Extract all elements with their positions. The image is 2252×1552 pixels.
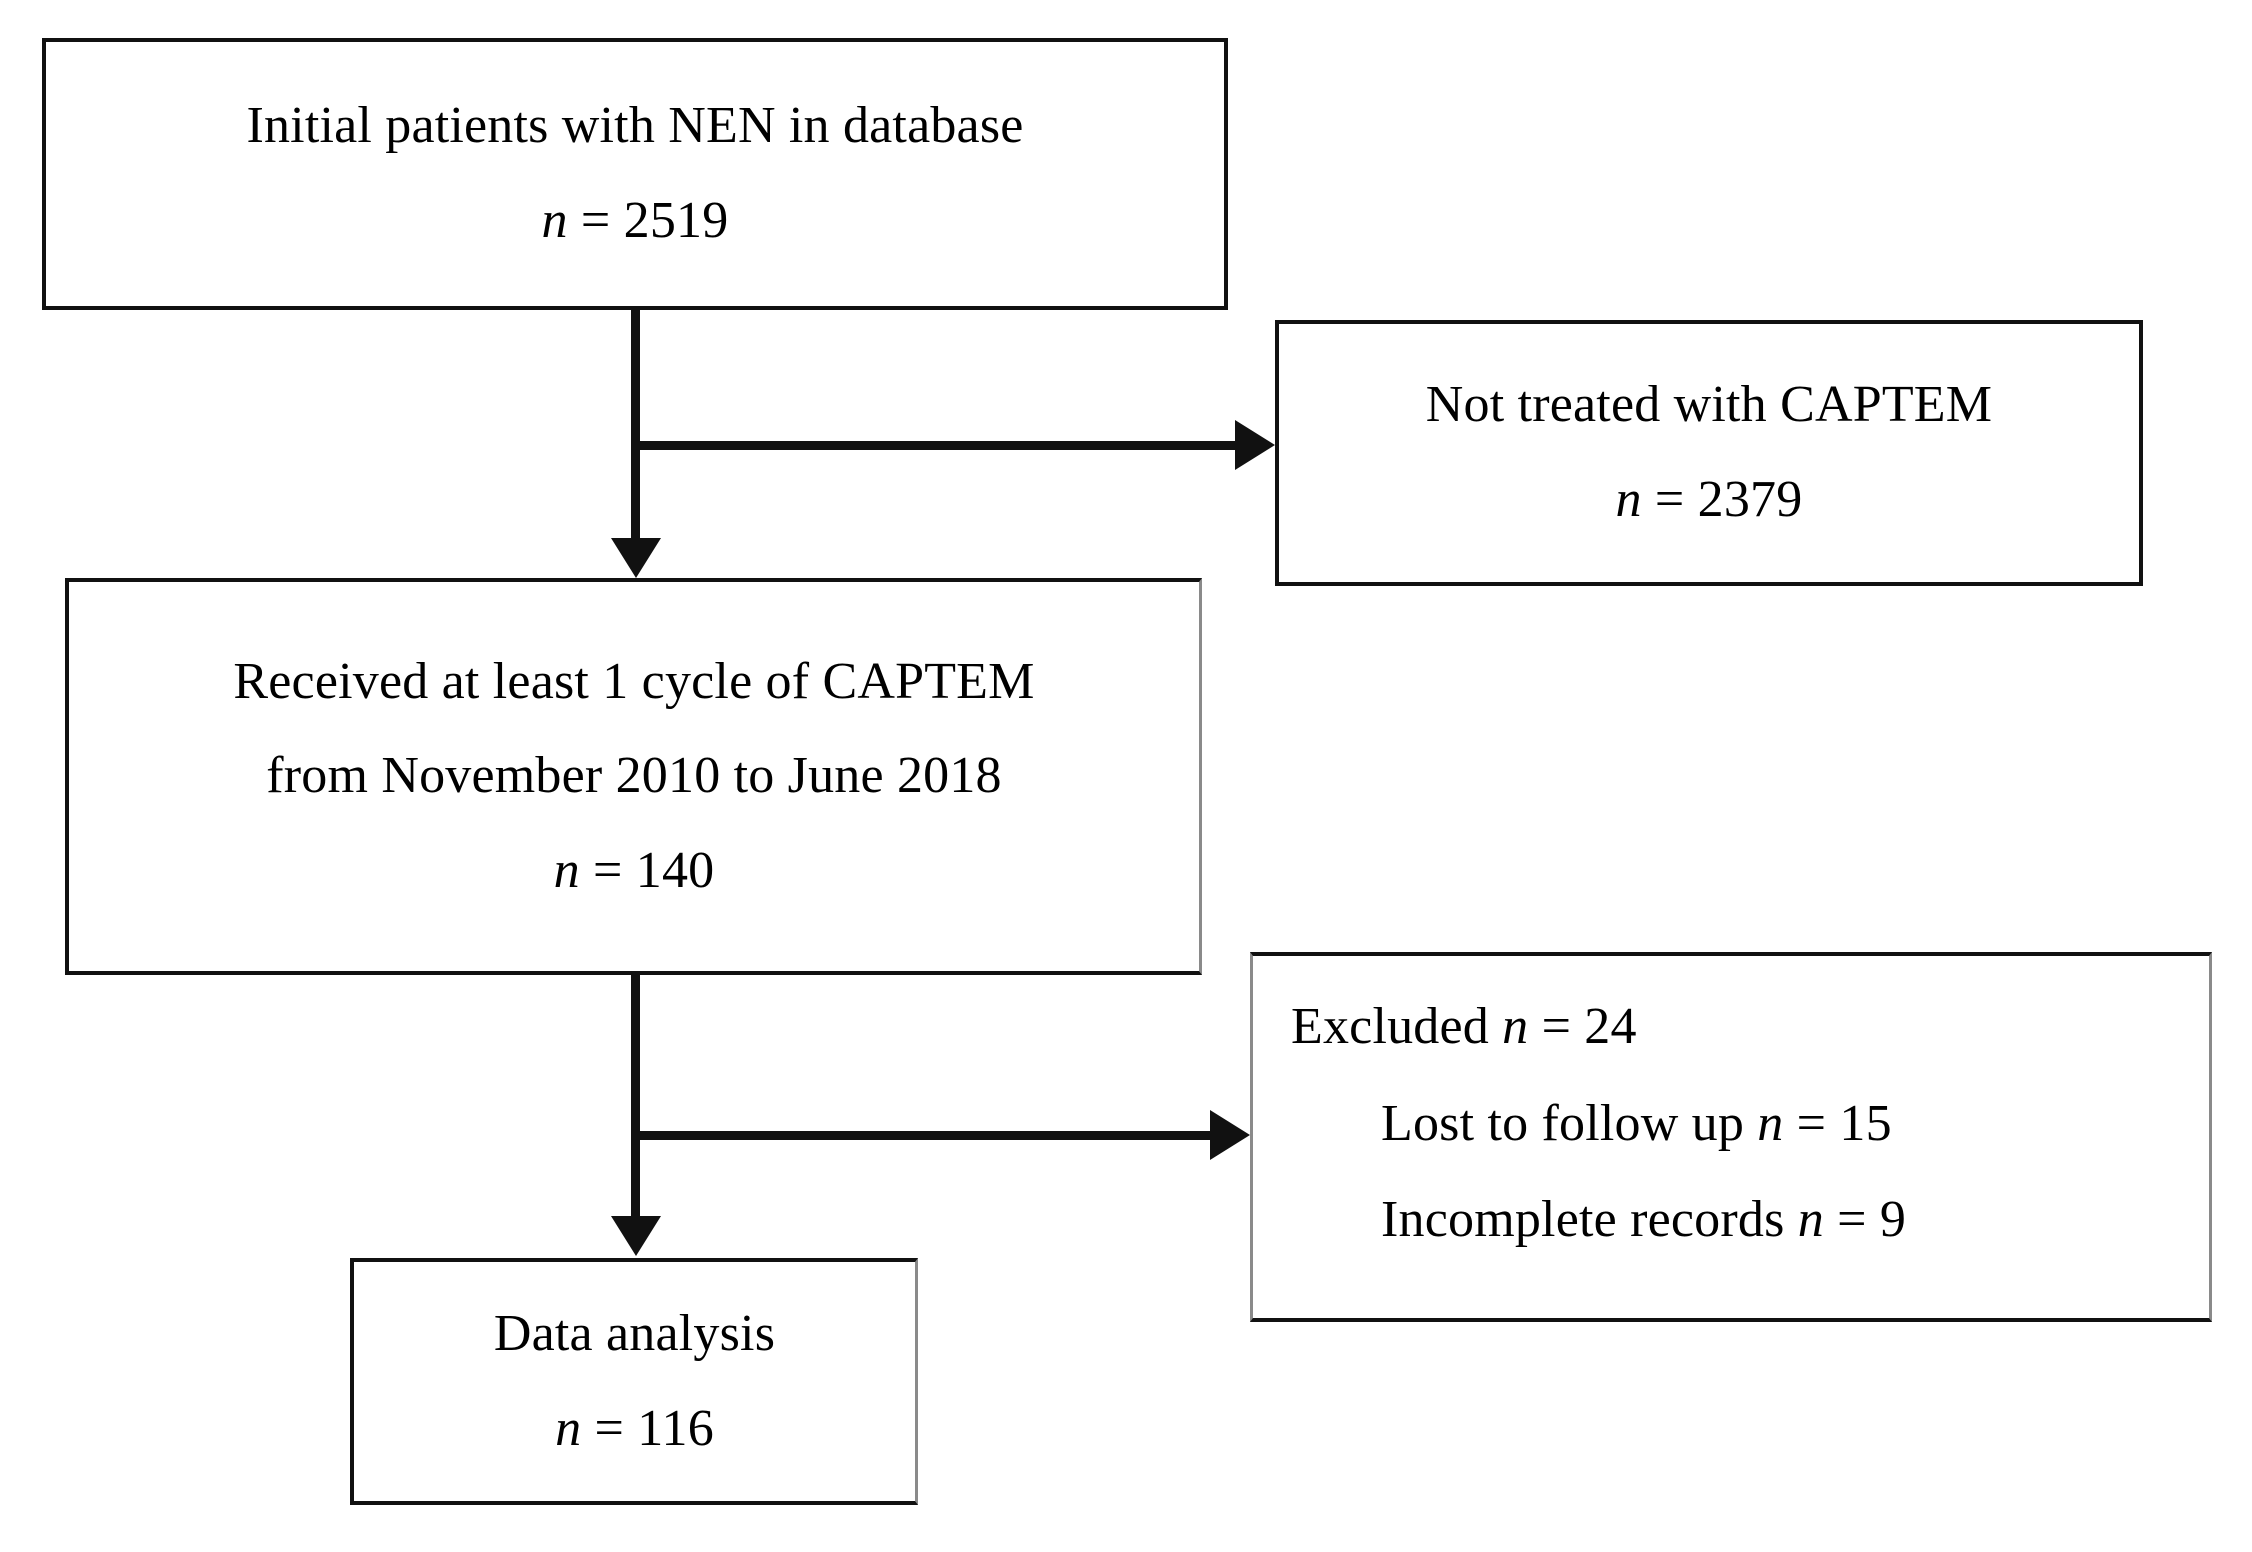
node-not-treated-captem: Not treated with CAPTEM n = 2379 — [1275, 320, 2143, 586]
node-excluded-total-label: Excluded — [1291, 998, 1503, 1055]
node-data-analysis-count: n = 116 — [555, 1399, 714, 1457]
node-data-analysis-line-1: Data analysis — [493, 1304, 776, 1362]
n-symbol: n — [1797, 1191, 1824, 1249]
node-initial-patients-count-value: = 2519 — [567, 192, 729, 249]
node-not-treated-captem-line-1: Not treated with CAPTEM — [1425, 376, 1993, 434]
node-not-treated-captem-count-value: = 2379 — [1641, 471, 1803, 528]
connector-initial-to-not-treated-horizontal — [631, 441, 1237, 450]
node-excluded-incomplete-records: Incomplete records n = 9 — [1291, 1191, 1907, 1249]
node-excluded-total-value: = 24 — [1528, 998, 1637, 1055]
n-symbol: n — [553, 841, 580, 899]
node-excluded-lost-to-follow-up: Lost to follow up n = 15 — [1291, 1094, 1892, 1152]
node-received-captem-count: n = 140 — [553, 841, 715, 899]
node-excluded-total: Excluded n = 24 — [1291, 998, 1637, 1055]
n-symbol: n — [1757, 1094, 1784, 1152]
node-data-analysis: Data analysis n = 116 — [350, 1258, 918, 1505]
node-initial-patients-line-1: Initial patients with NEN in database — [246, 97, 1024, 155]
node-received-captem-line-2: from November 2010 to June 2018 — [266, 747, 1002, 805]
node-excluded-incomplete-value: = 9 — [1823, 1191, 1907, 1249]
node-data-analysis-count-value: = 116 — [581, 1399, 714, 1457]
connector-received-to-excluded-horizontal — [631, 1131, 1212, 1140]
node-received-captem-line-1: Received at least 1 cycle of CAPTEM — [233, 652, 1035, 710]
connector-initial-to-not-treated-arrowhead — [1235, 420, 1275, 470]
node-not-treated-captem-count: n = 2379 — [1615, 471, 1803, 528]
n-symbol: n — [1502, 998, 1529, 1055]
node-received-captem: Received at least 1 cycle of CAPTEM from… — [65, 578, 1202, 975]
n-symbol: n — [1615, 471, 1642, 528]
connector-received-to-analysis-arrowhead — [611, 1216, 661, 1256]
node-excluded-incomplete-label: Incomplete records — [1381, 1191, 1798, 1249]
n-symbol: n — [555, 1399, 582, 1457]
node-initial-patients: Initial patients with NEN in database n … — [42, 38, 1228, 310]
n-symbol: n — [541, 192, 568, 249]
connector-initial-to-received-arrowhead — [611, 538, 661, 578]
connector-received-to-excluded-arrowhead — [1210, 1110, 1250, 1160]
node-excluded-lost-value: = 15 — [1783, 1094, 1892, 1152]
connector-received-to-analysis-vertical — [631, 975, 640, 1220]
node-excluded: Excluded n = 24 Lost to follow up n = 15… — [1250, 952, 2212, 1322]
connector-initial-to-received-vertical — [631, 310, 640, 542]
node-excluded-lost-label: Lost to follow up — [1381, 1094, 1758, 1152]
node-received-captem-count-value: = 140 — [579, 841, 715, 899]
node-initial-patients-count: n = 2519 — [541, 192, 729, 249]
